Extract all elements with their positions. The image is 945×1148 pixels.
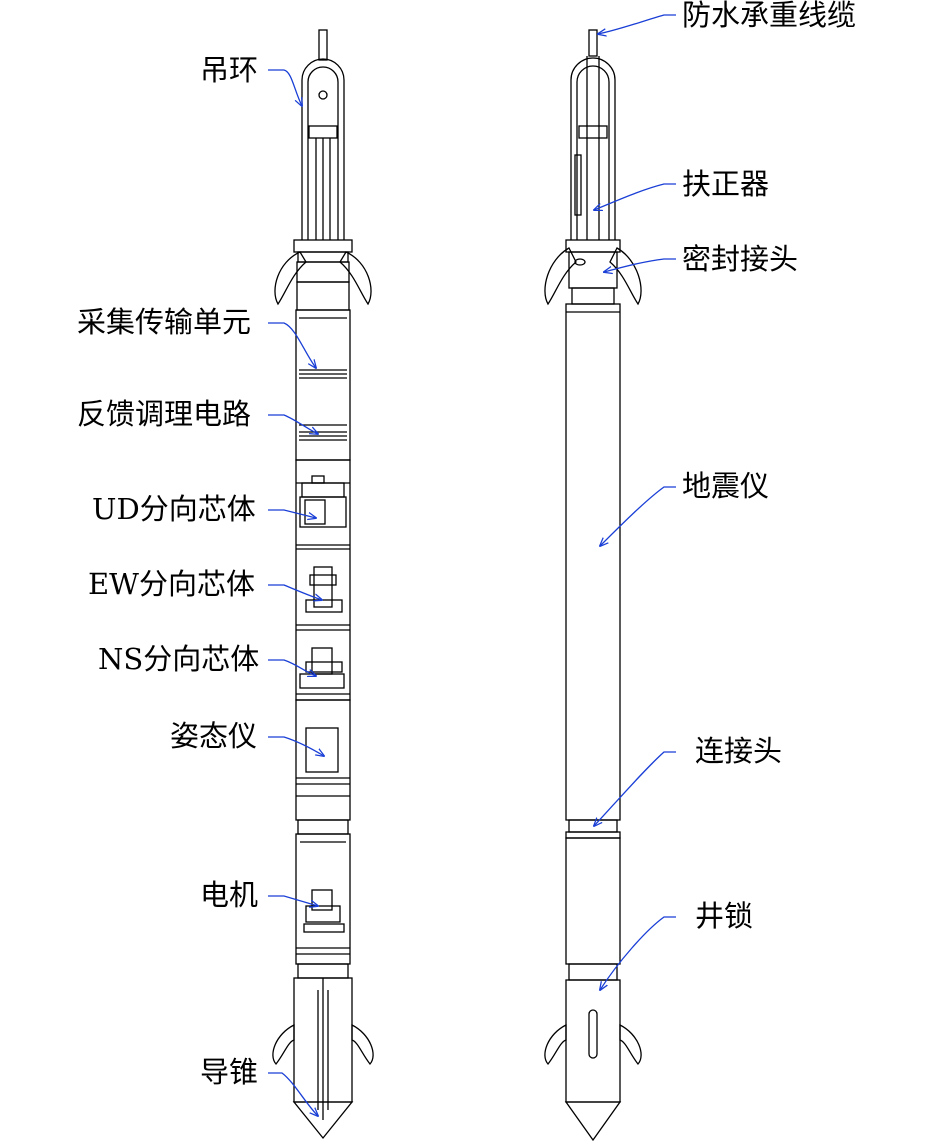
lower-arm-right	[351, 1023, 374, 1066]
leader-seal	[604, 258, 676, 272]
label-cable: 防水承重线缆	[682, 0, 857, 32]
label-ns-core: NS分向芯体	[98, 642, 260, 676]
label-acquisition-unit: 采集传输单元	[77, 305, 252, 339]
body-upper	[295, 309, 351, 461]
right-lower-arm-right	[619, 1023, 642, 1066]
label-attitude: 姿态仪	[170, 719, 258, 753]
right-lower-arm-left	[544, 1023, 567, 1066]
label-centralizer: 扶正器	[682, 167, 770, 201]
leader-feedback	[268, 414, 318, 434]
leader-ew	[268, 584, 322, 600]
label-seismometer: 地震仪	[682, 469, 770, 503]
guide-cone	[292, 1101, 354, 1140]
hanger-loop	[301, 58, 345, 240]
leader-ns	[268, 659, 316, 676]
right-guide-cone	[564, 1101, 622, 1142]
label-seal-joint: 密封接头	[682, 242, 799, 276]
leader-lines	[268, 14, 676, 1116]
leader-ud	[268, 509, 316, 518]
leader-connector	[594, 751, 676, 826]
label-hanger: 吊环	[200, 53, 259, 87]
upper-arm-left	[274, 251, 307, 306]
label-ew-core: EW分向芯体	[88, 567, 255, 601]
leader-acquisition	[268, 322, 316, 368]
leader-cable	[598, 14, 676, 34]
left-instrument	[272, 29, 374, 1140]
leader-motor	[268, 895, 318, 906]
lower-arm-left	[272, 1023, 295, 1066]
leader-centralizer	[594, 183, 676, 210]
leader-hanger	[268, 69, 302, 106]
body-attitude	[295, 699, 351, 821]
upper-arm-right	[339, 251, 372, 306]
body-motor	[295, 833, 351, 965]
seismometer-body	[565, 303, 621, 821]
label-well-lock: 井锁	[695, 899, 754, 933]
leader-attitude	[268, 736, 324, 756]
right-hanger-loop	[570, 57, 616, 240]
right-upper-arm-left	[544, 247, 577, 306]
label-connector: 连接头	[695, 734, 783, 768]
leader-seismometer	[600, 486, 676, 546]
right-upper-arm-right	[609, 247, 642, 306]
leader-lock	[600, 916, 676, 990]
label-ud-core: UD分向芯体	[92, 492, 256, 526]
label-motor: 电机	[200, 878, 259, 912]
lock-body	[565, 837, 621, 965]
label-feedback-circuit: 反馈调理电路	[77, 397, 252, 431]
label-guide-cone: 导锥	[200, 1055, 259, 1089]
leader-cone	[268, 1072, 318, 1116]
